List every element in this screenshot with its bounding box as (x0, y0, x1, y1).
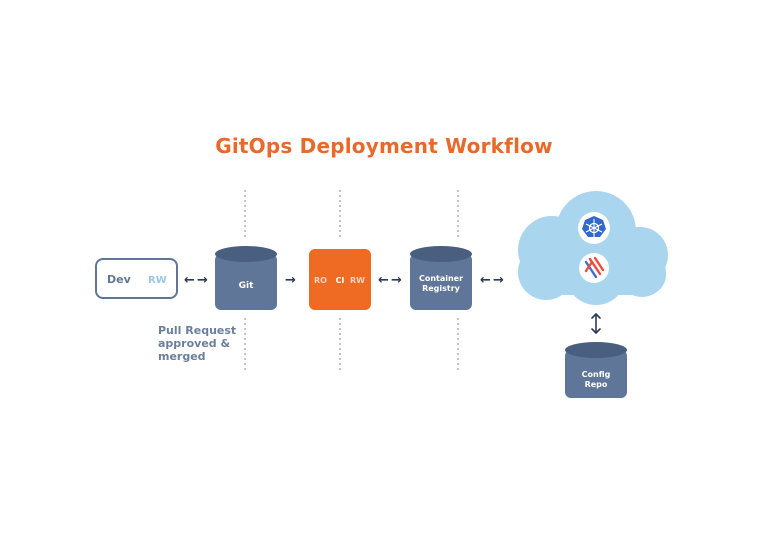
registry-label-line2: Registry (422, 284, 461, 293)
diagram-title: GitOps Deployment Workflow (215, 134, 553, 158)
svg-text:→: → (391, 273, 402, 288)
cluster-cloud (518, 191, 668, 305)
git-label: Git (239, 281, 254, 291)
arrow-git-ci: → (285, 273, 296, 288)
git-node: Git (215, 246, 277, 310)
arrow-dev-git: ←→ (184, 273, 208, 288)
dev-node: Dev RW (95, 258, 178, 299)
registry-node: Container Registry (410, 246, 472, 310)
ci-node: RO CI RW (309, 249, 371, 310)
note-line-2: approved & (158, 337, 231, 350)
note-line-3: merged (158, 350, 206, 363)
kubernetes-icon (578, 212, 610, 244)
arrow-ci-registry: ←→ (378, 273, 402, 288)
ci-right-label: RW (350, 276, 365, 285)
dotted-separators (244, 190, 459, 370)
config-label-line2: Repo (585, 380, 608, 389)
ci-center-label: CI (336, 276, 345, 285)
flux-icon (579, 253, 609, 283)
svg-text:→: → (197, 273, 208, 288)
note-line-1: Pull Request (158, 324, 237, 337)
arrow-registry-cloud: ←→ (480, 273, 504, 288)
arrow-cloud-config (591, 313, 601, 334)
ci-left-label: RO (314, 276, 327, 285)
config-repo-node: Config Repo (565, 342, 627, 398)
config-label-line1: Config (582, 370, 611, 379)
svg-text:←: ← (184, 273, 195, 288)
svg-text:←: ← (378, 273, 389, 288)
pull-request-note: Pull Request approved & merged (158, 324, 248, 363)
dev-access-label: RW (148, 275, 167, 286)
registry-label-line1: Container (419, 274, 463, 283)
svg-text:→: → (493, 273, 504, 288)
svg-text:→: → (285, 273, 296, 288)
svg-text:←: ← (480, 273, 491, 288)
dev-label: Dev (107, 273, 132, 286)
